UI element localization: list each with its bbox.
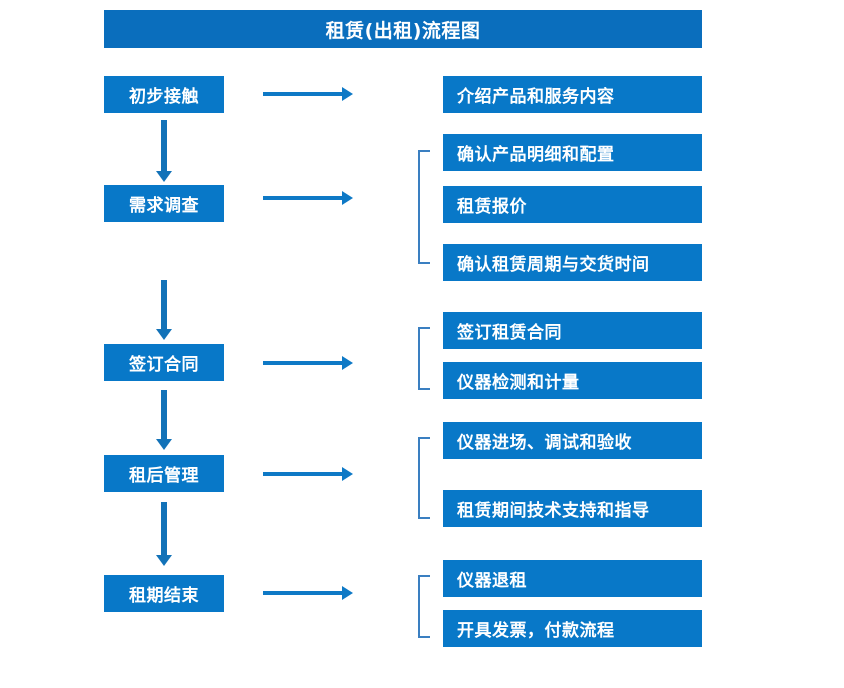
stage-box[interactable]: 租后管理: [104, 455, 224, 492]
arrow-chubu-jiechu-to-xuqiu-diaocha: [156, 120, 172, 182]
detail-box[interactable]: 仪器退租: [443, 560, 702, 597]
arrow-zuqi-jieshu-to-details: [263, 586, 353, 600]
detail-box[interactable]: 确认产品明细和配置: [443, 134, 702, 171]
arrow-head-icon: [342, 467, 353, 481]
arrow-shaft: [161, 390, 167, 440]
arrow-shaft: [263, 92, 343, 96]
arrow-head-icon: [342, 87, 353, 101]
arrow-shaft: [263, 361, 343, 365]
arrow-zuhou-guanli-to-details: [263, 467, 353, 481]
arrow-shaft: [161, 502, 167, 556]
detail-box[interactable]: 确认租赁周期与交货时间: [443, 244, 702, 281]
arrow-head-icon: [342, 586, 353, 600]
detail-box[interactable]: 开具发票，付款流程: [443, 610, 702, 647]
arrow-head-icon: [342, 356, 353, 370]
arrow-xuqiu-diaocha-to-qianding-hetong: [156, 280, 172, 340]
bracket-group-xuqiu-diaocha: [418, 150, 430, 264]
arrow-shaft: [161, 280, 167, 330]
arrow-qianding-hetong-to-zuhou-guanli: [156, 390, 172, 450]
arrow-head-icon: [156, 171, 172, 182]
arrow-shaft: [161, 120, 167, 172]
arrow-qianding-hetong-to-details: [263, 356, 353, 370]
arrow-head-icon: [156, 439, 172, 450]
bracket-group-zuqi-jieshu: [418, 575, 430, 638]
stage-box[interactable]: 签订合同: [104, 344, 224, 381]
arrow-zuhou-guanli-to-zuqi-jieshu: [156, 502, 172, 566]
chart-title-bar: 租赁(出租)流程图: [104, 10, 702, 48]
arrow-chuubu-jiechu-to-details: [263, 87, 353, 101]
bracket-group-qianding-hetong: [418, 327, 430, 390]
bracket-group-zuhou-guanli: [418, 437, 430, 519]
detail-box[interactable]: 租赁报价: [443, 186, 702, 223]
arrow-shaft: [263, 472, 343, 476]
arrow-xuqiu-diaocha-to-details: [263, 191, 353, 205]
arrow-head-icon: [156, 329, 172, 340]
detail-box[interactable]: 签订租赁合同: [443, 312, 702, 349]
arrow-shaft: [263, 196, 343, 200]
arrow-shaft: [263, 591, 343, 595]
arrow-head-icon: [342, 191, 353, 205]
detail-box[interactable]: 仪器检测和计量: [443, 362, 702, 399]
stage-box[interactable]: 初步接触: [104, 76, 224, 113]
detail-box[interactable]: 介绍产品和服务内容: [443, 76, 702, 113]
detail-box[interactable]: 仪器进场、调试和验收: [443, 422, 702, 459]
stage-box[interactable]: 租期结束: [104, 575, 224, 612]
arrow-head-icon: [156, 555, 172, 566]
detail-box[interactable]: 租赁期间技术支持和指导: [443, 490, 702, 527]
stage-box[interactable]: 需求调查: [104, 185, 224, 222]
